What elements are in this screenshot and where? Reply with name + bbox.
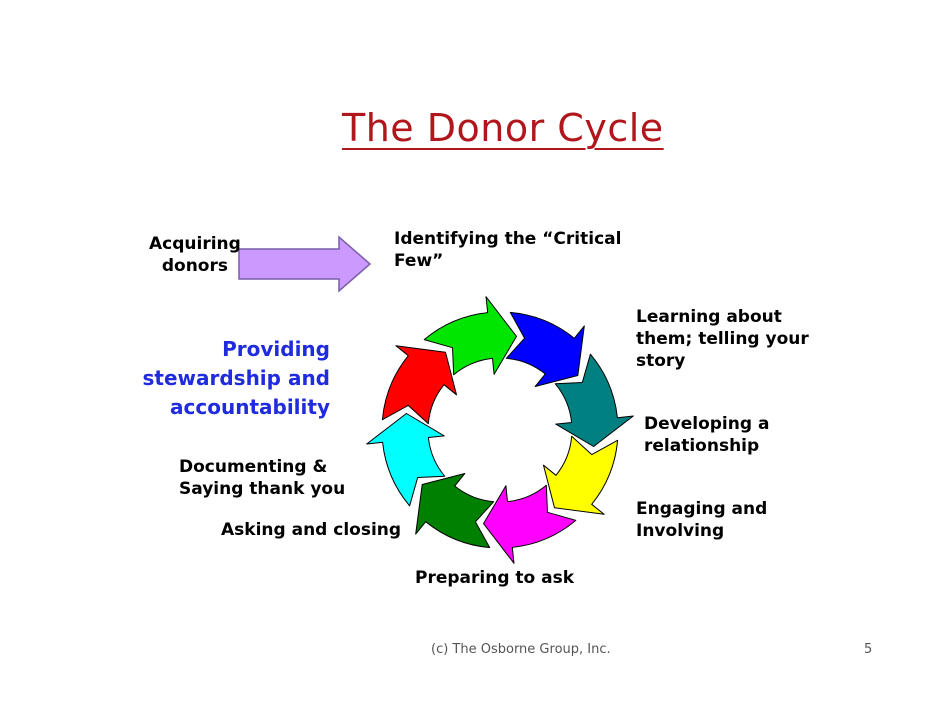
footer-page-number: 5 — [864, 642, 873, 657]
label-engaging-involving: Engaging and Involving — [636, 499, 768, 541]
label-identifying-critical-few: Identifying the “Critical Few” — [394, 229, 622, 271]
label-acquiring-donors: Acquiring donors — [149, 234, 241, 276]
cycle-arrow-dark-green — [415, 473, 495, 549]
label-developing-relationship: Developing a relationship — [644, 414, 770, 456]
footer-copyright: (c) The Osborne Group, Inc. — [431, 642, 611, 657]
cycle-arrow-magenta — [483, 484, 577, 564]
cycle-arrow-yellow — [543, 435, 619, 515]
label-preparing-to-ask: Preparing to ask — [415, 568, 575, 588]
cycle-arrow-cyan — [366, 413, 446, 507]
label-learning-telling-story: Learning about them; telling your story — [636, 307, 809, 371]
cycle-arrow-red — [381, 345, 457, 425]
cycle-arrow-green — [423, 296, 517, 376]
cycle-arrow-teal — [554, 353, 634, 447]
label-asking-closing: Asking and closing — [221, 520, 402, 540]
page-title: The Donor Cycle — [342, 106, 664, 150]
label-stewardship-accountability: Providing stewardship and accountability — [142, 337, 330, 419]
cycle-arrow-blue — [505, 311, 585, 387]
acquiring-input-arrow — [238, 235, 372, 293]
label-documenting-thank-you: Documenting & Saying thank you — [179, 457, 346, 499]
